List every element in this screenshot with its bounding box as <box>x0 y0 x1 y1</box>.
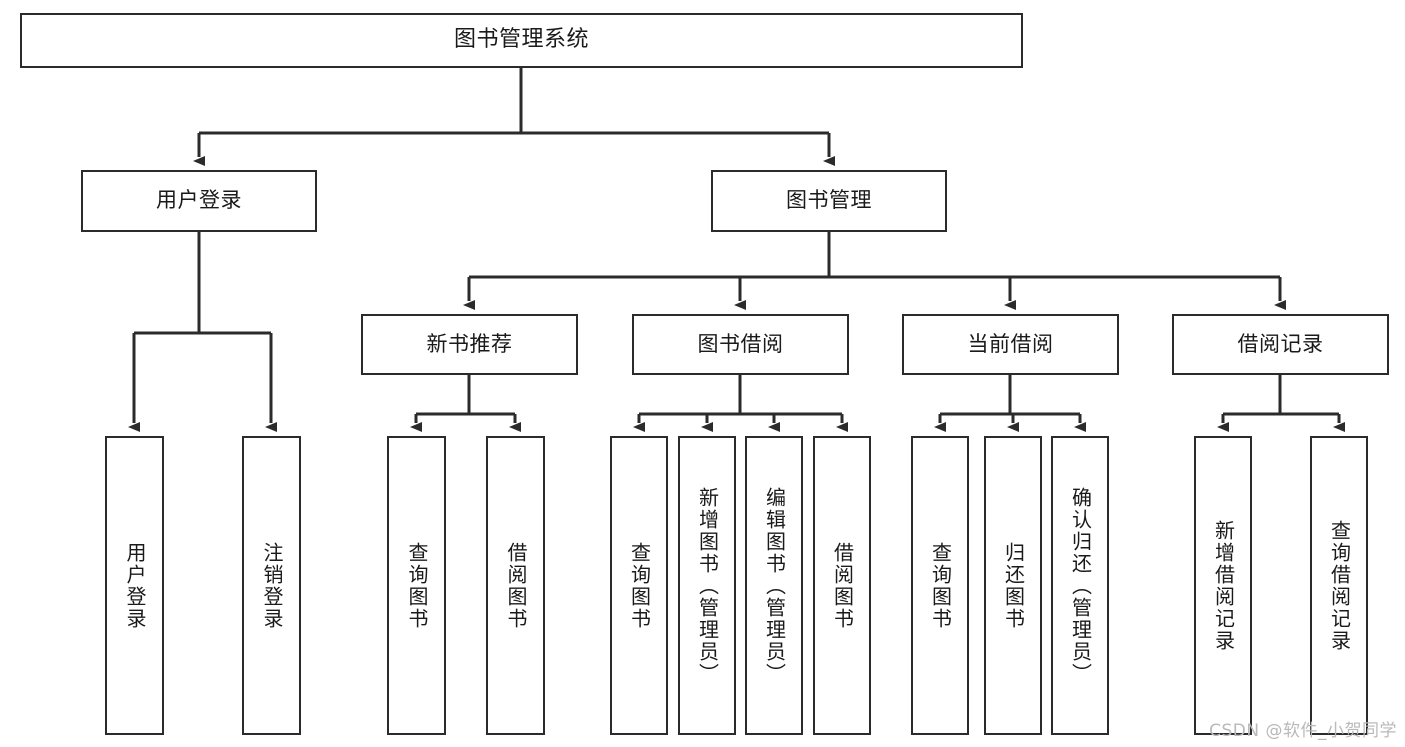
node-borrow-record-label: 借阅记录 <box>1237 331 1324 356</box>
leaf-query-book-current[interactable]: 查询图书 <box>911 436 969 735</box>
node-root-label: 图书管理系统 <box>453 27 589 53</box>
leaf-query-book-borrow[interactable]: 查询图书 <box>610 436 668 735</box>
node-new-book-recommend-label: 新书推荐 <box>426 331 513 356</box>
leaf-query-book-recommend-label: 查询图书 <box>405 541 429 630</box>
leaf-logout-label: 注销登录 <box>260 541 284 630</box>
node-book-management-label: 图书管理 <box>786 188 872 213</box>
leaf-query-book-recommend[interactable]: 查询图书 <box>387 436 446 735</box>
node-root[interactable]: 图书管理系统 <box>20 13 1023 68</box>
leaf-query-record-label: 查询借阅记录 <box>1327 519 1352 652</box>
node-book-management[interactable]: 图书管理 <box>711 170 947 232</box>
leaf-borrow-book[interactable]: 借阅图书 <box>813 436 871 735</box>
leaf-confirm-return[interactable]: 确认归还（管理员） <box>1051 436 1109 735</box>
leaf-edit-book-label: 编辑图书（管理员） <box>762 486 787 685</box>
leaf-query-book-borrow-label: 查询图书 <box>627 541 652 630</box>
leaf-user-login-label: 用户登录 <box>123 541 147 630</box>
leaf-query-book-current-label: 查询图书 <box>928 541 953 630</box>
leaf-logout[interactable]: 注销登录 <box>242 436 301 735</box>
leaf-confirm-return-label: 确认归还（管理员） <box>1068 486 1093 685</box>
leaf-add-record-label: 新增借阅记录 <box>1211 519 1236 652</box>
leaf-add-book-label: 新增图书（管理员） <box>695 486 720 685</box>
node-current-borrow[interactable]: 当前借阅 <box>902 314 1119 375</box>
node-new-book-recommend[interactable]: 新书推荐 <box>361 314 578 375</box>
leaf-borrow-book-recommend[interactable]: 借阅图书 <box>486 436 545 735</box>
csdn-watermark: CSDN @软件_小贺同学 <box>1209 721 1397 741</box>
leaf-borrow-book-label: 借阅图书 <box>830 541 855 630</box>
leaf-edit-book[interactable]: 编辑图书（管理员） <box>745 436 803 735</box>
leaf-borrow-book-recommend-label: 借阅图书 <box>504 541 528 630</box>
leaf-return-book-label: 归还图书 <box>1001 541 1026 630</box>
node-book-borrow[interactable]: 图书借阅 <box>632 314 849 375</box>
leaf-add-book[interactable]: 新增图书（管理员） <box>678 436 736 735</box>
leaf-add-record[interactable]: 新增借阅记录 <box>1194 436 1252 735</box>
node-user-login-label: 用户登录 <box>156 188 242 213</box>
leaf-query-record[interactable]: 查询借阅记录 <box>1310 436 1368 735</box>
leaf-user-login[interactable]: 用户登录 <box>105 436 164 735</box>
node-user-login[interactable]: 用户登录 <box>81 170 317 232</box>
node-current-borrow-label: 当前借阅 <box>967 331 1054 356</box>
leaf-return-book[interactable]: 归还图书 <box>984 436 1042 735</box>
node-borrow-record[interactable]: 借阅记录 <box>1172 314 1389 375</box>
node-book-borrow-label: 图书借阅 <box>697 331 784 356</box>
